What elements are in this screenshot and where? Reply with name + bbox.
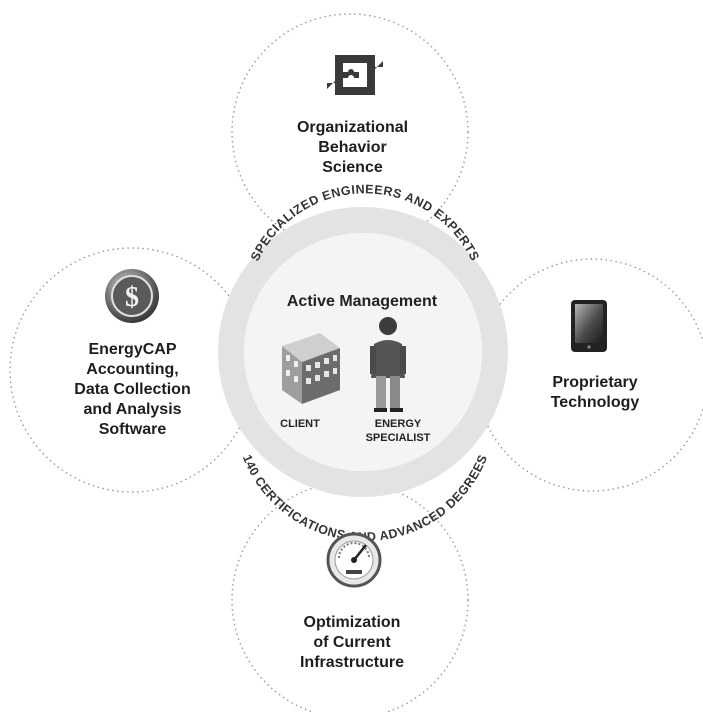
energy-specialist-figure (370, 317, 406, 412)
client-label: CLIENT (280, 418, 320, 430)
tablet-device-icon (571, 300, 607, 352)
top-node-label: Organizational Behavior Science (296, 119, 409, 176)
gauge-meter-icon (326, 532, 382, 588)
center-ring (218, 207, 508, 497)
energy-specialist-label: ENERGY SPECIALIST (365, 418, 431, 444)
center-disc (244, 233, 482, 471)
client-building-icon (282, 333, 340, 404)
right-node-circle (475, 258, 703, 492)
center-title: Active Management (286, 293, 438, 310)
bottom-node-label: Optimization of Current Infrastructure (299, 614, 405, 671)
left-node-label: EnergyCAP Accounting, Data Collection an… (74, 341, 191, 438)
dollar-coin-icon: $ (105, 269, 159, 323)
svg-text:$: $ (125, 282, 139, 313)
puzzle-arrows-icon (327, 55, 383, 95)
right-node-label: Proprietary Technology (550, 374, 640, 411)
